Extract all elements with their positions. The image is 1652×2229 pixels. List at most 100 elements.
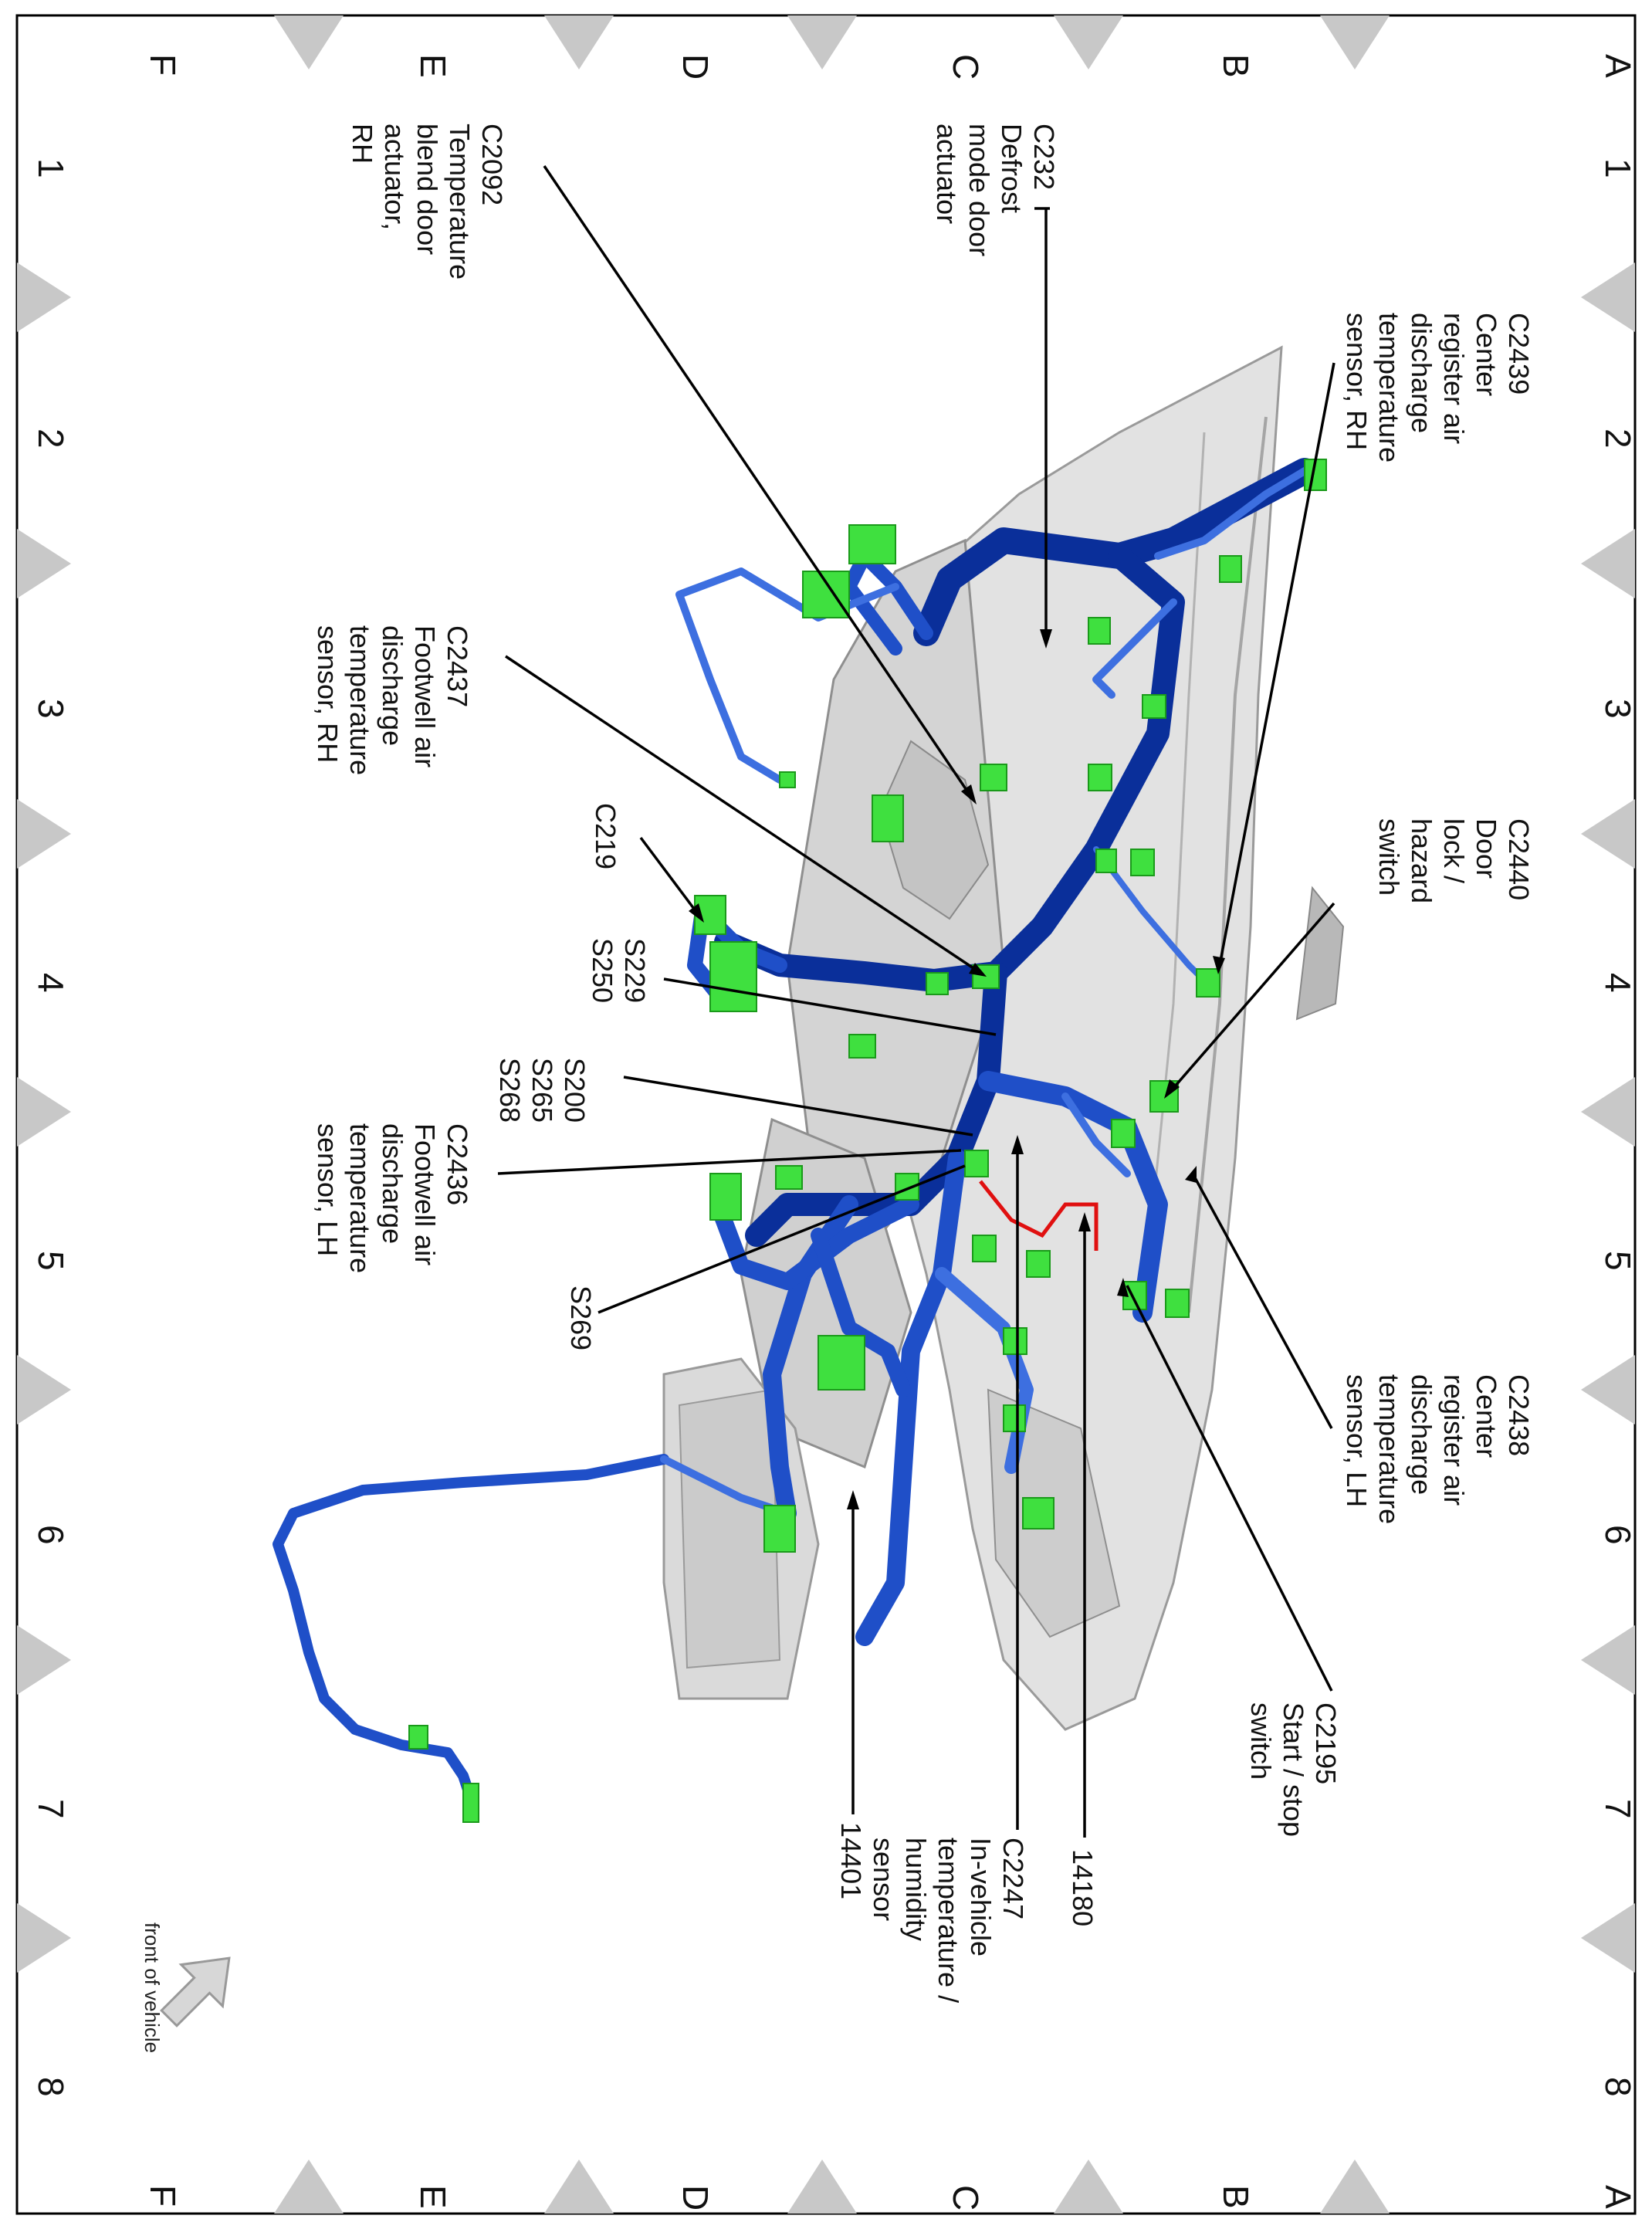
grid-letter-top: D xyxy=(675,54,716,80)
callout-line: mode door xyxy=(963,124,995,256)
grid-number-left: 6 xyxy=(31,1525,71,1545)
grid-tick xyxy=(1581,1903,1635,1973)
callout-line: lock / xyxy=(1438,818,1470,883)
grid-number-right: 2 xyxy=(1598,429,1638,449)
callout-line: C2092 xyxy=(476,124,508,205)
callout-line: switch xyxy=(1373,818,1405,896)
grid-tick xyxy=(544,15,614,69)
callout-line: S200 xyxy=(559,1058,591,1123)
callout-line: discharge xyxy=(1406,1374,1437,1495)
callout-c2439: C2439 Center register air discharge temp… xyxy=(1341,313,1535,462)
callout-line: C232 xyxy=(1028,124,1060,190)
callout-line: Footwell air xyxy=(409,1123,441,1265)
grid-number-right: 1 xyxy=(1598,158,1638,178)
callout-line: C2439 xyxy=(1503,313,1535,395)
grid-letter-bottom: E xyxy=(413,2185,453,2209)
leader-arrowheads xyxy=(689,629,1225,1509)
grid-tick xyxy=(1054,15,1123,69)
grid-letter-bottom: C xyxy=(946,2185,986,2210)
callout-line: hazard xyxy=(1406,818,1437,903)
grid-tick xyxy=(1581,799,1635,869)
callout-line: Temperature xyxy=(444,124,476,279)
grid-tick xyxy=(17,263,71,332)
callout-line: C2437 xyxy=(442,625,473,707)
callout-c2195: C2195 Start / stop switch xyxy=(1245,1702,1342,1837)
callout-line: discharge xyxy=(377,1123,408,1244)
grid-tick xyxy=(544,2160,614,2214)
callout-line: S269 xyxy=(565,1286,597,1350)
callout-c2436: C2436 Footwell air discharge temperature… xyxy=(312,1123,473,1273)
grid-tick xyxy=(1581,1625,1635,1695)
grid-tick xyxy=(1581,529,1635,598)
grid-number-right: 4 xyxy=(1598,973,1638,993)
callout-line: switch xyxy=(1245,1702,1277,1780)
grid-number-right: 5 xyxy=(1598,1251,1638,1271)
callout-c2092: C2092 Temperature blend door actuator, R… xyxy=(347,124,508,279)
callout-c232: C232 Defrost mode door actuator xyxy=(931,124,1060,256)
leader-lines xyxy=(497,165,1335,1838)
grid-tick xyxy=(1581,1077,1635,1147)
grid-number-left: 3 xyxy=(31,699,71,719)
callout-line: S229 xyxy=(619,938,651,1003)
callout-14401: 14401 xyxy=(835,1822,867,1899)
svg-text:front of vehicle: front of vehicle xyxy=(140,1922,164,2053)
callout-line: C219 xyxy=(590,803,621,869)
grid-tick xyxy=(17,1625,71,1695)
grid-number-left: 5 xyxy=(31,1251,71,1271)
callout-s269: S269 xyxy=(565,1286,597,1350)
callout-line: sensor, RH xyxy=(1341,313,1373,450)
grid-tick xyxy=(787,15,857,69)
grid-number-right: 7 xyxy=(1598,1799,1638,1819)
grid-tick xyxy=(17,1355,71,1424)
grid-number-left: 8 xyxy=(31,2077,71,2097)
callout-line: 14180 xyxy=(1067,1849,1099,1926)
callout-s200: S200 S265 S268 xyxy=(494,1058,591,1123)
grid-tick xyxy=(1054,2160,1123,2214)
callout-line: Door xyxy=(1471,818,1502,879)
callout-line: 14401 xyxy=(835,1822,867,1899)
grid-tick xyxy=(17,1077,71,1147)
callout-line: actuator, xyxy=(379,124,411,230)
callout-line: Center xyxy=(1471,1374,1502,1458)
callout-c2438: C2438 Center register air discharge temp… xyxy=(1341,1374,1535,1524)
callout-line: C2438 xyxy=(1503,1374,1535,1456)
grid-number-right: 6 xyxy=(1598,1525,1638,1545)
callout-line: temperature xyxy=(1373,313,1405,462)
grid-letter-bottom: D xyxy=(675,2185,716,2210)
grid-tick xyxy=(274,15,344,69)
callout-s229: S229 S250 xyxy=(587,938,651,1003)
callout-line: sensor, LH xyxy=(312,1123,344,1256)
callout-line: actuator xyxy=(931,124,963,224)
connectors xyxy=(408,459,1327,1823)
grid-letter-top: E xyxy=(413,54,453,78)
callout-14180: 14180 xyxy=(1067,1849,1099,1926)
callout-line: temperature xyxy=(344,625,376,775)
callout-line: sensor xyxy=(868,1838,899,1921)
callout-line: C2195 xyxy=(1310,1702,1342,1784)
wiring-harness xyxy=(273,458,1318,1804)
grid-tick xyxy=(1320,15,1390,69)
grid-tick xyxy=(17,529,71,598)
callout-line: S265 xyxy=(526,1058,558,1123)
callout-c2247: C2247 In-vehicle temperature / humidity … xyxy=(868,1838,1029,2003)
callout-line: RH xyxy=(347,124,378,164)
callout-line: Footwell air xyxy=(409,625,441,767)
orientation-label: front of vehicle xyxy=(140,1922,164,2053)
callout-line: register air xyxy=(1438,313,1470,444)
callout-line: Center xyxy=(1471,313,1502,396)
grid-number-right: 3 xyxy=(1598,699,1638,719)
callout-line: humidity xyxy=(900,1838,932,1941)
callout-line: register air xyxy=(1438,1374,1470,1506)
grid-number-left: 1 xyxy=(31,158,71,178)
callout-c2440: C2440 Door lock / hazard switch xyxy=(1373,818,1535,903)
callout-line: C2440 xyxy=(1503,818,1535,900)
callout-line: sensor, LH xyxy=(1341,1374,1373,1507)
callout-line: In-vehicle xyxy=(965,1838,997,1956)
callout-c2437: C2437 Footwell air discharge temperature… xyxy=(312,625,473,775)
grid-ticks xyxy=(17,15,1635,2214)
callout-c219: C219 xyxy=(590,803,621,869)
grid-number-right: 8 xyxy=(1598,2077,1638,2097)
grid-letter-top: C xyxy=(946,54,986,80)
grid-tick xyxy=(17,799,71,869)
